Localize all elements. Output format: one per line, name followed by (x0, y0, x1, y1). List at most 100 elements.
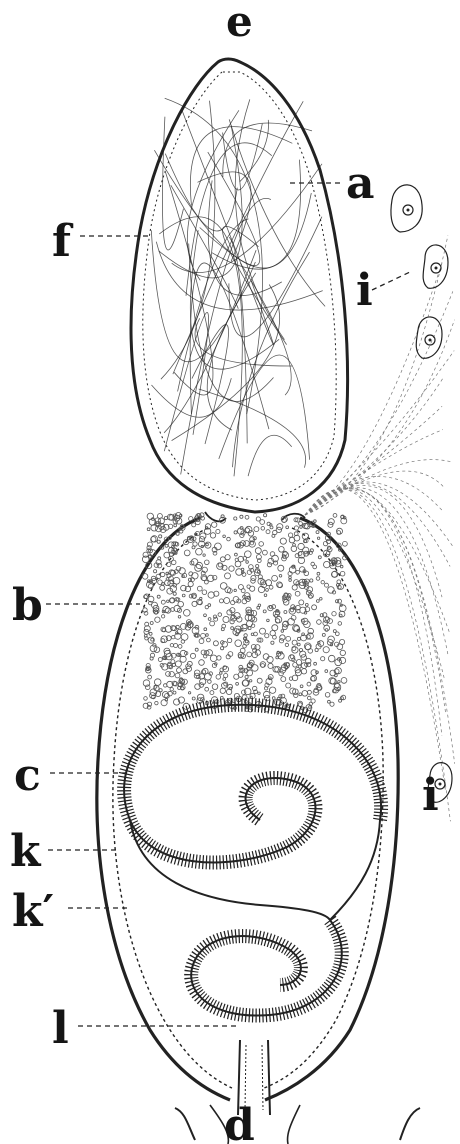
granule (199, 660, 205, 666)
granule (277, 524, 283, 530)
thread (305, 489, 446, 713)
granule (207, 638, 211, 642)
fibre (199, 389, 306, 468)
granule (321, 581, 324, 584)
granule (181, 634, 188, 641)
granule (289, 579, 292, 582)
granule (228, 588, 233, 593)
granule (229, 687, 232, 690)
granule (266, 589, 269, 592)
granule (182, 594, 185, 597)
fibre-tangle (151, 98, 325, 476)
granule (241, 589, 245, 593)
granule (274, 561, 278, 565)
granule (281, 677, 286, 682)
granule (175, 661, 181, 667)
granule (270, 526, 273, 529)
granule (173, 577, 180, 584)
granule (261, 527, 265, 531)
label-k-prime: k′ (12, 886, 54, 937)
granule (259, 542, 264, 547)
label-i-top: i (356, 265, 373, 316)
granule (263, 550, 268, 555)
granule (192, 523, 196, 527)
granule (337, 644, 343, 650)
fibre (162, 117, 183, 250)
fibre (248, 435, 292, 476)
granule (210, 533, 215, 538)
granule (212, 522, 217, 527)
granule (223, 535, 226, 538)
granule (267, 656, 273, 662)
granule (258, 692, 260, 694)
granule (234, 589, 236, 591)
granule (338, 599, 342, 603)
granule (250, 680, 252, 682)
granule (325, 670, 328, 673)
granule (307, 682, 311, 686)
granule (316, 600, 319, 603)
granule (265, 634, 269, 638)
granule (166, 672, 171, 677)
granule (289, 576, 292, 579)
granule (159, 689, 162, 692)
granule (173, 691, 176, 694)
granule (205, 560, 210, 565)
granule (201, 545, 203, 547)
granule (332, 612, 336, 616)
granule (340, 571, 345, 576)
granule (241, 654, 246, 659)
granule (304, 612, 307, 615)
granule (307, 690, 311, 694)
granule (261, 664, 265, 668)
granule (173, 592, 176, 595)
granule (299, 522, 303, 526)
granule (183, 669, 188, 674)
granule (200, 533, 206, 539)
fibre (173, 101, 303, 374)
fibre (159, 217, 242, 477)
granule (161, 627, 166, 632)
granule (174, 644, 178, 648)
granule (203, 554, 205, 556)
granule (208, 680, 212, 684)
granule (273, 635, 277, 639)
granule (256, 565, 259, 568)
granule (248, 531, 254, 537)
label-i-bottom: i (422, 770, 439, 821)
granule (220, 672, 223, 675)
granule (224, 674, 228, 678)
granule (288, 533, 292, 537)
granule (331, 572, 337, 578)
granule (272, 697, 275, 700)
granule (202, 576, 207, 581)
granule (147, 513, 153, 519)
granule (210, 621, 215, 626)
granule (305, 603, 308, 606)
granule (165, 544, 168, 547)
granule (270, 552, 275, 557)
granule (208, 592, 214, 598)
granule (299, 693, 302, 696)
granule (300, 526, 303, 529)
granule (219, 599, 223, 603)
granule (292, 640, 297, 645)
granule (296, 570, 300, 574)
granule (145, 685, 150, 690)
granule (178, 616, 181, 619)
granule (310, 579, 313, 582)
granule (210, 655, 217, 662)
granule (158, 658, 162, 662)
granule (188, 582, 193, 587)
label-a: a (346, 158, 375, 209)
granule (330, 702, 334, 706)
coiled-tube (124, 705, 381, 1016)
granule (245, 515, 249, 519)
granule (197, 586, 202, 591)
granule (218, 613, 222, 617)
granule (263, 610, 266, 613)
thread (305, 430, 443, 515)
granule (235, 553, 238, 556)
granule (161, 700, 167, 706)
granular-mass (142, 513, 347, 713)
